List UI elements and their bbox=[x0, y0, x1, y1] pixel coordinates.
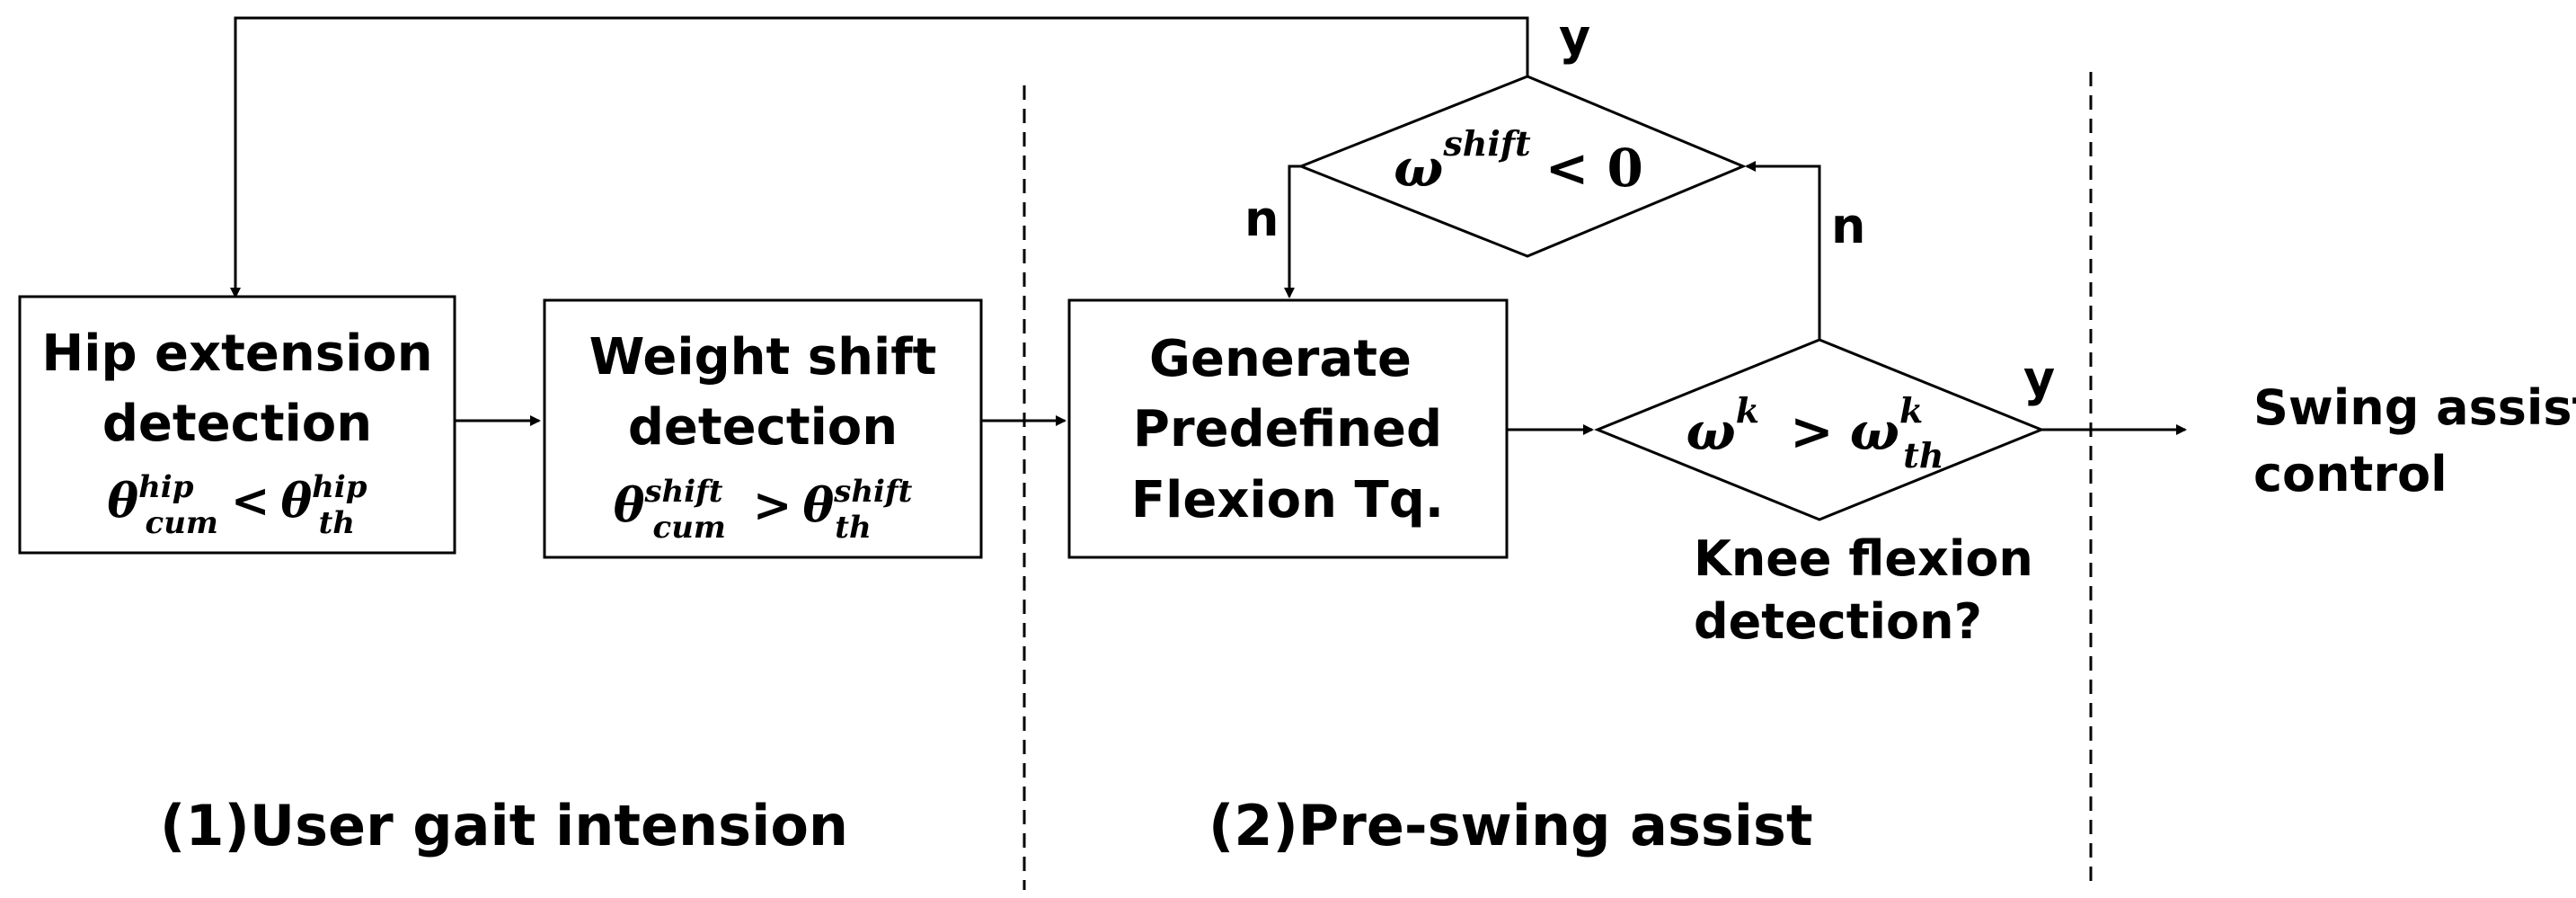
hip-box-line1: Hip extension bbox=[41, 325, 432, 383]
arrow-knee-no bbox=[1745, 161, 1821, 340]
generate-box-line2: Predefined bbox=[1133, 400, 1442, 458]
top-yes-label: y bbox=[1559, 9, 1590, 66]
output-line2: control bbox=[2253, 446, 2448, 502]
weight-box-line2: detection bbox=[628, 398, 898, 457]
knee-caption-line1: Knee flexion bbox=[1694, 530, 2033, 587]
shift-decision-formula: ωshift< 0 bbox=[1394, 123, 1643, 199]
hip-box-line2: detection bbox=[102, 395, 372, 453]
generate-torque-box bbox=[1067, 298, 1509, 559]
generate-box-line1: Generate bbox=[1149, 330, 1412, 388]
weight-box-line1: Weight shift bbox=[589, 328, 937, 387]
hip-extension-box bbox=[18, 295, 456, 555]
knee-no-label: n bbox=[1831, 198, 1865, 254]
feedback-arrow bbox=[230, 16, 1529, 298]
knee-caption-line2: detection? bbox=[1694, 593, 1982, 650]
weight-shift-box bbox=[543, 298, 983, 559]
arrow-shift-no bbox=[1284, 164, 1301, 298]
shift-velocity-decision bbox=[1297, 75, 1747, 258]
shift-no-label: n bbox=[1244, 191, 1279, 247]
section-label-2: (2)Pre-swing assist bbox=[1208, 793, 1813, 858]
output-line1: Swing assist bbox=[2253, 379, 2576, 436]
section-label-1: (1)User gait intension bbox=[160, 793, 848, 858]
generate-box-line3: Flexion Tq. bbox=[1131, 471, 1444, 529]
knee-yes-label: y bbox=[2023, 351, 2055, 407]
